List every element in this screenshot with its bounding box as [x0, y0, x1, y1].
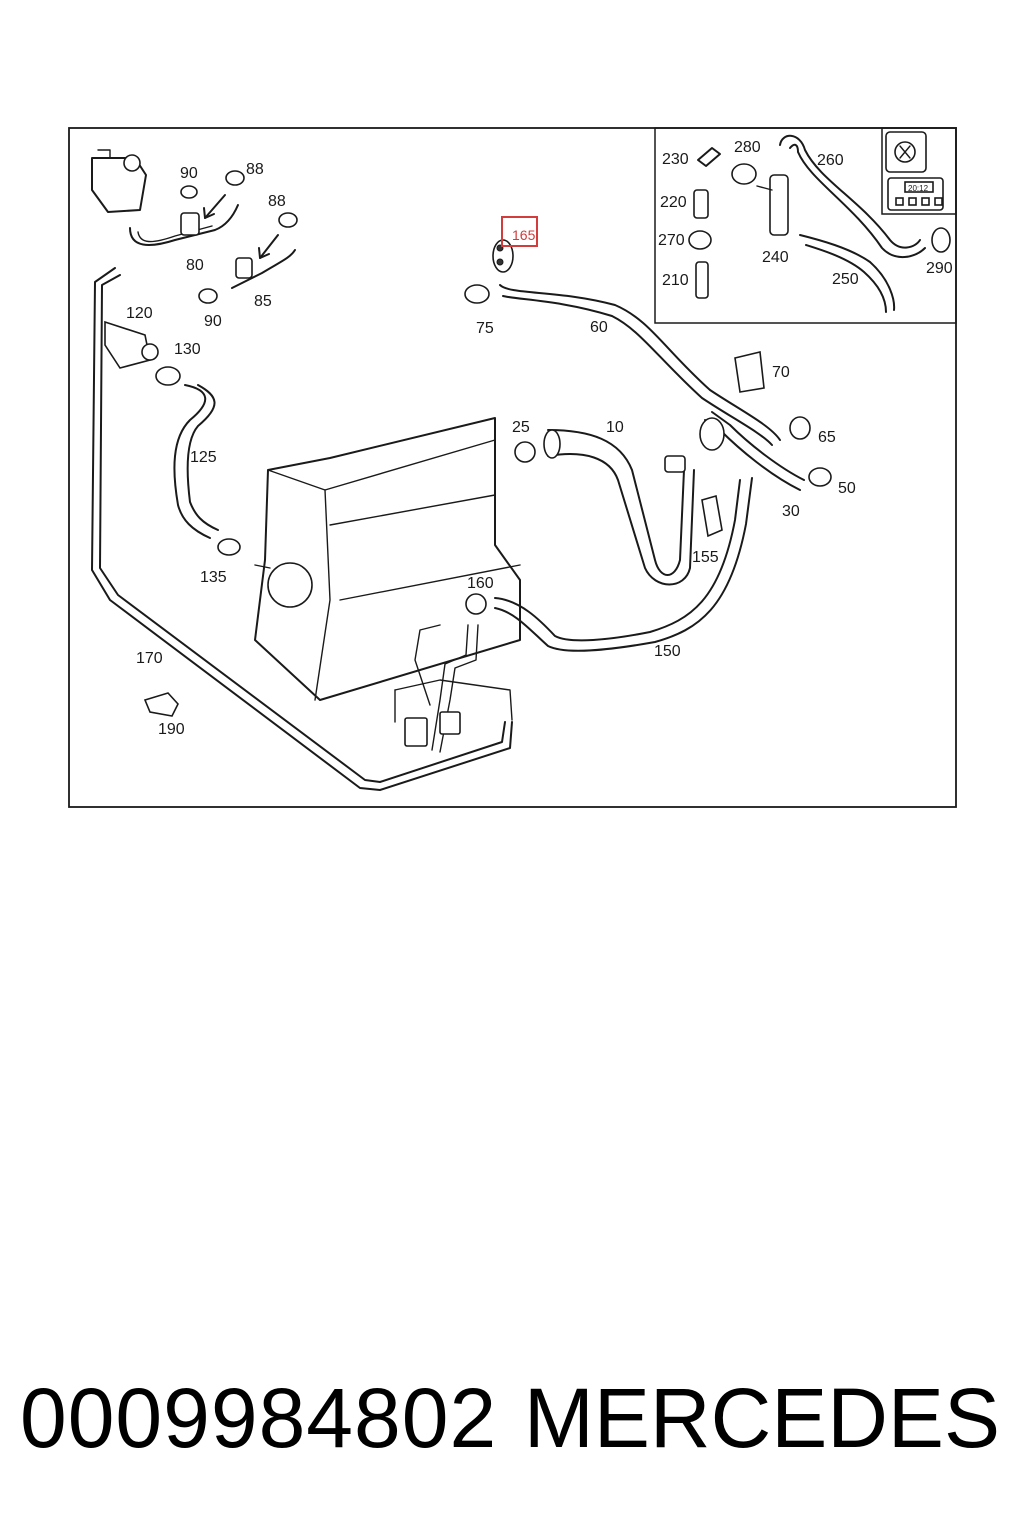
callout-label: 60 [590, 319, 608, 336]
diagram-frame [68, 127, 957, 808]
clamp-icons [155, 163, 951, 615]
hose-125 [173, 384, 211, 539]
callout-label: 270 [658, 232, 685, 249]
footer: 0009984802 MERCEDES [0, 1370, 1024, 1470]
hose-170 [91, 267, 513, 791]
inset-display-text: 20:12 [908, 184, 929, 193]
callout-label: 155 [692, 549, 719, 566]
brand-name: MERCEDES [523, 1371, 1000, 1465]
callout-label: 88 [268, 193, 286, 210]
part-number: 0009984802 [20, 1371, 498, 1465]
control-panel [885, 131, 944, 211]
callout-label: 260 [817, 152, 844, 169]
callout-label: 210 [662, 272, 689, 289]
hose-80 [129, 204, 239, 246]
callout-label: 190 [158, 721, 185, 738]
callout-label: 125 [190, 449, 217, 466]
label-165-highlighted: 165 [512, 227, 536, 243]
inset-panel-frame [881, 127, 957, 215]
clip-190 [143, 692, 179, 717]
callout-label: 70 [772, 364, 790, 381]
part-165 [492, 239, 514, 273]
sensor-harness [394, 624, 513, 753]
bracket-70 [734, 351, 765, 393]
callout-label: 150 [654, 643, 681, 660]
callout-label: 10 [606, 419, 624, 436]
engine-block [254, 417, 521, 701]
callout-label: 130 [174, 341, 201, 358]
callout-label: 75 [476, 320, 494, 337]
callout-label: 90 [204, 313, 222, 330]
callout-label: 90 [180, 165, 198, 182]
callout-label: 230 [662, 151, 689, 168]
callout-label: 170 [136, 650, 163, 667]
hose-150 [494, 479, 741, 642]
hose-60 [499, 284, 781, 441]
callout-label: 240 [762, 249, 789, 266]
callout-label: 160 [467, 575, 494, 592]
hose-10 [547, 429, 685, 576]
hose-85 [231, 249, 296, 289]
highlight-box [501, 216, 538, 247]
callout-label: 220 [660, 194, 687, 211]
callout-label: 250 [832, 271, 859, 288]
callout-label: 65 [818, 429, 836, 446]
callout-label: 135 [200, 569, 227, 586]
aux-pump [104, 320, 159, 369]
callout-label: 30 [782, 503, 800, 520]
callout-label: 290 [926, 260, 953, 277]
callout-label: 50 [838, 480, 856, 497]
callout-label: 85 [254, 293, 272, 310]
coolant-reservoir [91, 149, 147, 213]
callout-label: 88 [246, 161, 264, 178]
callout-label: 120 [126, 305, 153, 322]
callout-label: 80 [186, 257, 204, 274]
callout-label: 280 [734, 139, 761, 156]
inset-parts [693, 134, 926, 313]
inset-frame [654, 127, 957, 324]
callout-label: 25 [512, 419, 530, 436]
part-155 [701, 494, 723, 538]
